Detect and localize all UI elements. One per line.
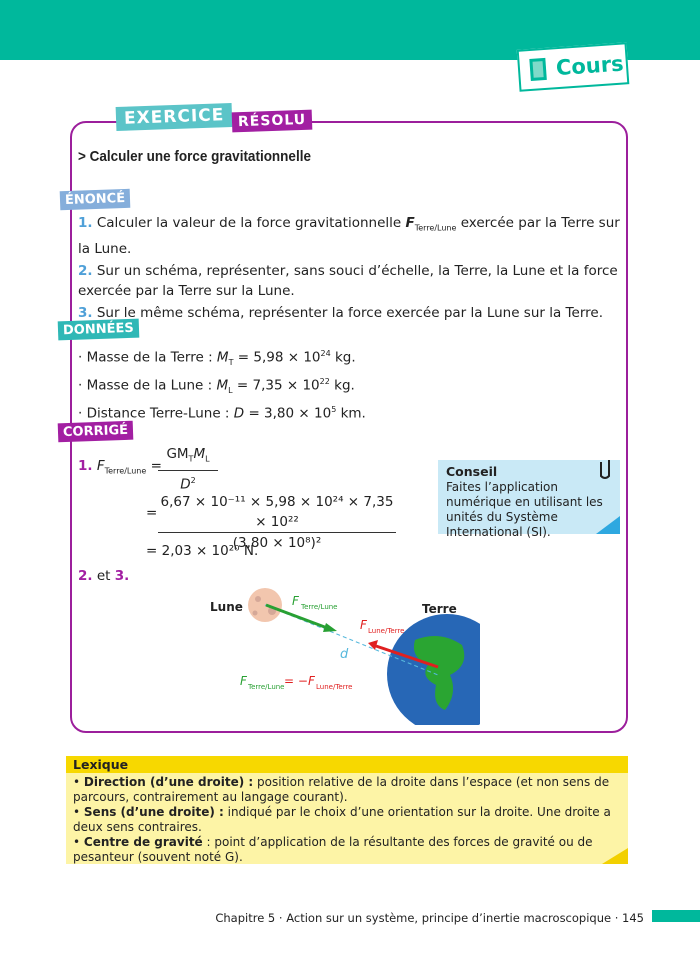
donnee-item: · Masse de la Terre : MT = 5,98 × 1024 k… [78, 349, 356, 368]
donnee-item: · Distance Terre-Lune : D = 3,80 × 105 k… [78, 405, 366, 422]
corrige-q23: 2. et 3. [78, 568, 130, 584]
paperclip-icon [600, 460, 610, 479]
corner-fold [596, 516, 620, 534]
enonce-item-1: 1. Calculer la valeur de la force gravit… [78, 215, 620, 257]
resolved-badge: RÉSOLU [231, 109, 313, 133]
section-label: Cours [555, 51, 625, 81]
equation-part: F [308, 674, 316, 688]
force-label-sub: Lune/Terre [368, 627, 405, 635]
vector-f: F [405, 215, 415, 231]
conseil-box: Conseil Faites l’application numérique e… [438, 460, 620, 539]
force-terre-lune-arrow [265, 603, 331, 631]
corrige-label: CORRIGÉ [57, 420, 134, 443]
corrige-q1-lhs: 1. FTerre/Lune = [78, 458, 162, 476]
lexique-title: Lexique [66, 756, 628, 773]
lexique-item: • Sens (d’une droite) : indiqué par le c… [73, 805, 611, 834]
donnees-label: DONNÉES [57, 318, 140, 341]
enonce-list: 1. Calculer la valeur de la force gravit… [78, 213, 623, 323]
force-label-sub: Terre/Lune [300, 603, 338, 611]
enonce-item-3: 3. Sur le même schéma, représenter la fo… [78, 304, 603, 321]
section-tab-cours: Cours [516, 42, 630, 92]
equation-part: F [240, 674, 248, 688]
exercise-title: > Calculer une force gravitationnelle [78, 148, 311, 165]
distance-label: d [340, 647, 349, 662]
lexique-item: • Centre de gravité : point d’applicatio… [73, 835, 593, 864]
book-icon [529, 57, 547, 81]
force-label: F [360, 618, 368, 632]
equation-part: = − [284, 674, 308, 688]
exercise-badge: EXERCICE [115, 102, 233, 132]
earth-moon-diagram: Lune Terre F Terre/Lune F Lune/Terre d F… [210, 588, 480, 725]
lexique-box: Lexique • Direction (d’une droite) : pos… [66, 756, 628, 864]
force-label: F [292, 594, 300, 608]
numeric-fraction: 6,67 × 10⁻¹¹ × 5,98 × 10²⁴ × 7,35 × 10²²… [158, 492, 396, 553]
enonce-item-2: 2. Sur un schéma, représenter, sans souc… [78, 262, 618, 299]
footer-bar [652, 910, 700, 922]
page-footer: Chapitre 5 · Action sur un système, prin… [215, 911, 644, 925]
result: = 2,03 × 10²⁰ N. [146, 543, 259, 559]
lexique-item: • Direction (d’une droite) : position re… [73, 775, 610, 804]
equals-sign: = [146, 505, 158, 521]
corner-fold [602, 848, 628, 864]
donnees-list: · Masse de la Terre : MT = 5,98 × 1024 k… [78, 344, 366, 424]
earth-label: Terre [422, 602, 457, 616]
donnee-item: · Masse de la Lune : ML = 7,35 × 1022 kg… [78, 377, 355, 396]
equation-part: Lune/Terre [316, 683, 353, 691]
enonce-label: ÉNONCÉ [59, 188, 131, 211]
force-lune-terre-arrow [375, 644, 439, 669]
equation-part: Terre/Lune [247, 683, 285, 691]
moon-label: Lune [210, 600, 243, 614]
formula-fraction: GMTML D2 [158, 444, 218, 494]
